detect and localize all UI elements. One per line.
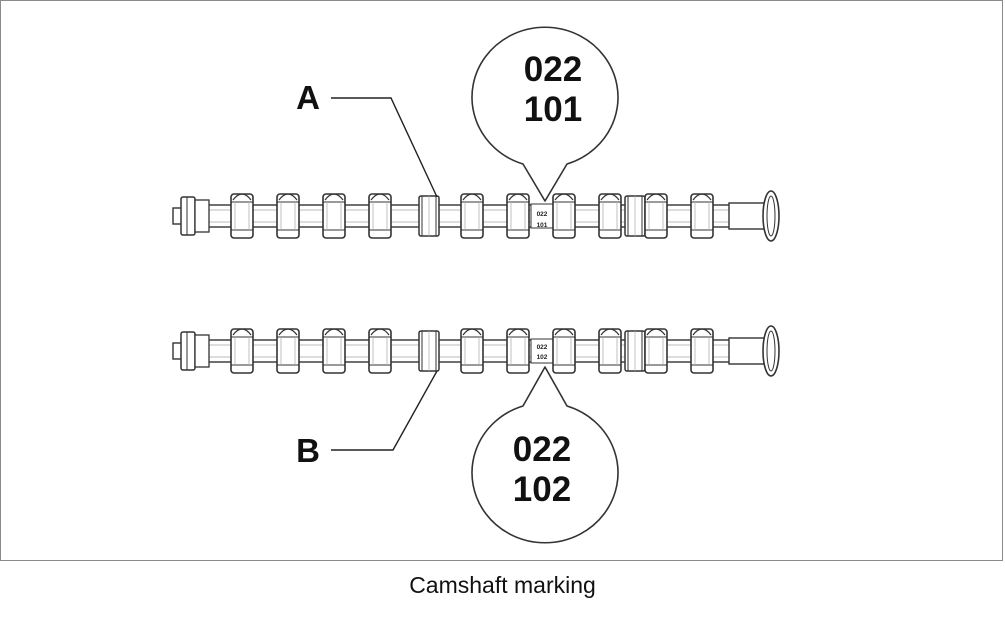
leader-line-a <box>331 97 438 198</box>
camshaft-a <box>173 191 779 241</box>
camshaft-b-stamp-line2: 102 <box>537 354 548 361</box>
magnifier-bubble-a <box>471 26 619 202</box>
bubble-a-line2: 101 <box>524 90 582 129</box>
bubble-b-line2: 102 <box>513 470 571 509</box>
camshaft-diagram: 022 101 022 102 A B 022 101 022 102 <box>1 26 1004 544</box>
camshaft-b <box>173 326 779 376</box>
bubble-b-line1: 022 <box>513 430 571 469</box>
callout-label-a: A <box>296 79 320 116</box>
figure-caption: Camshaft marking <box>409 572 596 598</box>
camshaft-b-stamp-line1: 022 <box>537 344 548 351</box>
figure-frame: 022 101 022 102 A B 022 101 022 102 <box>0 0 1003 561</box>
callout-label-b: B <box>296 432 320 469</box>
camshaft-a-stamp-line1: 022 <box>537 211 548 218</box>
magnifier-bubble-b <box>471 366 619 544</box>
leader-line-b <box>331 370 438 451</box>
bubble-a-line1: 022 <box>524 50 582 89</box>
camshaft-a-stamp-line2: 101 <box>537 222 548 229</box>
